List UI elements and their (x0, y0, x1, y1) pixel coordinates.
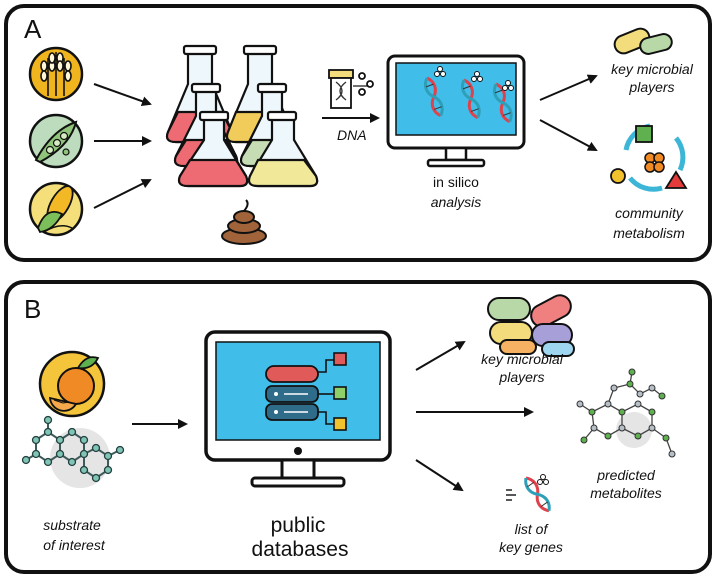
orange-fruit-icon (38, 350, 106, 418)
analysis-label-line2: analysis (431, 194, 482, 210)
key-genes-line2: key genes (499, 539, 563, 555)
microbial-pills-icon-b (487, 294, 575, 357)
arrow-analysis-to-players (539, 74, 598, 101)
database-icon (265, 365, 319, 421)
community-metabolism-line2: metabolism (613, 225, 685, 241)
database-monitor-icon (204, 330, 392, 488)
panel-a-frame (4, 4, 712, 262)
predicted-metabolites-line2: metabolites (590, 485, 662, 501)
substrate-molecule-icon (21, 415, 125, 488)
analysis-monitor-icon (386, 54, 526, 168)
arrow-corn-to-flasks (93, 179, 152, 209)
predicted-metabolites-line1: predicted (596, 467, 656, 483)
metabolism-cycle-icon (610, 123, 688, 192)
culture-flasks-icon (165, 44, 319, 188)
substrate-label-line2: of interest (43, 537, 106, 553)
dna-sequencer-icon (328, 69, 374, 109)
arrow-analysis-to-metabolism (539, 119, 598, 151)
arrow-grain-to-flasks (93, 83, 152, 107)
microbial-pills-icon (613, 27, 673, 55)
databases-label-line2: databases (252, 538, 349, 561)
community-metabolism-line1: community (615, 205, 684, 221)
pea-icon (28, 113, 84, 169)
panel-a: A (4, 4, 712, 262)
dna-label: DNA (337, 127, 367, 143)
panel-b: B su (4, 280, 712, 574)
key-players-b-line1: key microbial (481, 351, 564, 367)
databases-label-line1: public (271, 514, 326, 537)
key-genes-line1: list of (515, 521, 550, 537)
analysis-label-line1: in silico (433, 174, 479, 190)
arrow-databases-to-players (415, 340, 466, 371)
metabolite-network-icon (576, 368, 676, 458)
grain-icon (28, 46, 84, 102)
panel-a-letter: A (24, 14, 42, 44)
corn-icon (28, 181, 84, 237)
arrow-databases-to-genes (415, 459, 464, 492)
substrate-label-line1: substrate (43, 517, 101, 533)
key-players-b-line2: players (498, 369, 544, 385)
panel-b-letter: B (24, 294, 41, 324)
stool-sample-icon (221, 199, 267, 245)
key-genes-icon (506, 473, 555, 515)
key-players-a-line1: key microbial (611, 61, 694, 77)
key-players-a-line2: players (628, 79, 674, 95)
